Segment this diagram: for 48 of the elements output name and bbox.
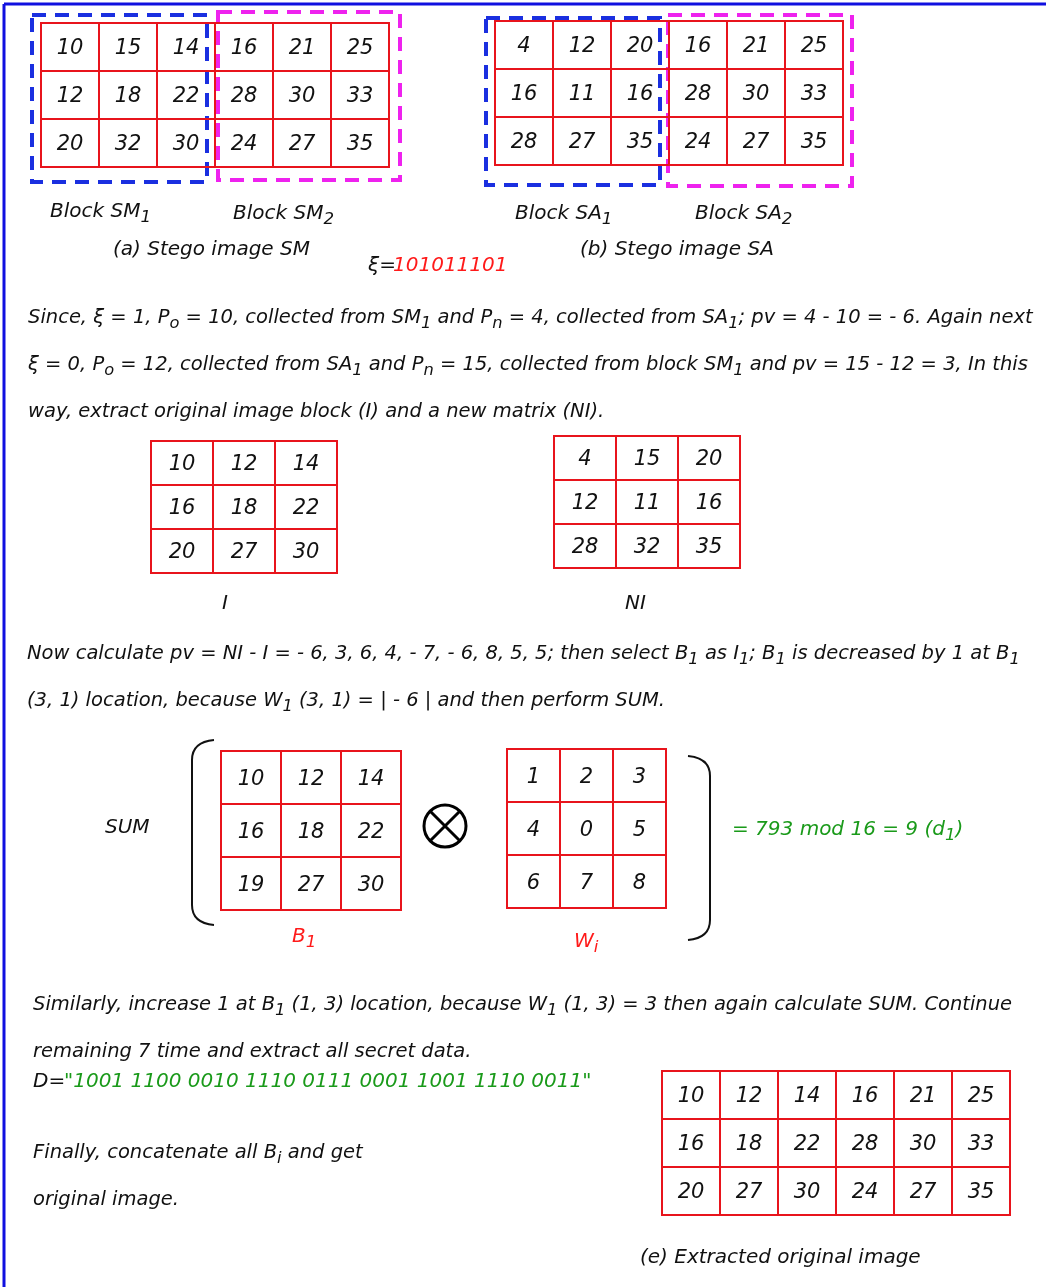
matrix-label: I [222, 589, 228, 616]
result-formula: = 793 mod 16 = 9 (d$_{1}$) [732, 815, 964, 846]
table-cell: 10 [220, 750, 282, 805]
block-label: Block SA$_{2}$ [695, 199, 793, 230]
block-label: Block SM$_{1}$ [50, 197, 151, 228]
table-cell: 20 [150, 528, 214, 574]
table-cell: 20 [677, 435, 741, 481]
table-cell: 10 [40, 22, 100, 72]
table-cell: 10 [150, 440, 214, 486]
figure-caption: (a) Stego image SM [113, 235, 310, 262]
table-cell: 14 [274, 440, 338, 486]
matrix-label: NI [625, 589, 646, 616]
paragraph: Since, ξ = 1, P$_{o}$ = 10, collected from SM$_{1}$ and P$_{n}$ = 4, collected from SA$_{1}$; pv = 4 - 10 = - 6. Again next ξ = 0, P$_{o}$ = 12, collected from SA$_{1}$ and P$_{n}$ = 15, collected from block SM$_{1}$ and pv = 15 - 12 = 3, In this way, extract original image block (I) and a new matrix (NI). [28, 304, 1034, 424]
table-cell: 4 [494, 20, 554, 70]
table-cell: 30 [340, 856, 402, 911]
bit-string: 101011101 [393, 251, 508, 278]
table-cell: 10 [661, 1070, 721, 1120]
paragraph: Finally, concatenate all B$_{i}$ and get original image. [33, 1139, 364, 1212]
table-cell: 28 [494, 116, 554, 166]
table-cell: 35 [951, 1166, 1011, 1216]
table-cell: 25 [330, 22, 390, 72]
table-cell: 35 [330, 118, 390, 168]
block-label: Block SA$_{1}$ [515, 199, 613, 230]
table-cell: 1 [506, 748, 561, 803]
matrix-label: B$_{1}$ [292, 922, 317, 953]
matrix-label: W$_{i}$ [574, 927, 599, 958]
table-cell: 4 [553, 435, 617, 481]
table-cell: 3 [612, 748, 667, 803]
paragraph: Similarly, increase 1 at B$_{1}$ (1, 3) location, because W$_{1}$ (1, 3) = 3 then again calculate SUM. Continue remaining 7 time and extract all secret data. [33, 991, 1014, 1064]
figure-caption: (b) Stego image SA [580, 235, 774, 262]
table-cell: 25 [784, 20, 844, 70]
table-cell: 20 [40, 118, 100, 168]
paragraph: Now calculate pv = NI - I = - 6, 3, 6, 4, - 7, - 6, 8, 5, 5; then select B$_{1}$ as I$_{1}$; B$_{1}$ is decreased by 1 at B$_{1}$ (3, 1) location, because W$_{1}$ (3, 1) = | - 6 | and then perform SUM. [27, 640, 1021, 717]
table-cell: 35 [677, 523, 741, 569]
table-cell: 20 [661, 1166, 721, 1216]
table-cell: 25 [951, 1070, 1011, 1120]
formula-text: D= [33, 1067, 66, 1094]
table-cell: 28 [553, 523, 617, 569]
table-cell: 35 [784, 116, 844, 166]
table-cell: 19 [220, 856, 282, 911]
table-cell: 8 [612, 854, 667, 909]
figure-caption: (e) Extracted original image [640, 1243, 921, 1270]
table-cell: 14 [340, 750, 402, 805]
block-label: Block SM$_{2}$ [233, 199, 334, 230]
bit-string: "1001 1100 0010 1110 0111 0001 1001 1110 0011" [64, 1067, 592, 1094]
table-cell: 30 [274, 528, 338, 574]
operator-label: SUM [105, 813, 150, 840]
table-cell: 6 [506, 854, 561, 909]
